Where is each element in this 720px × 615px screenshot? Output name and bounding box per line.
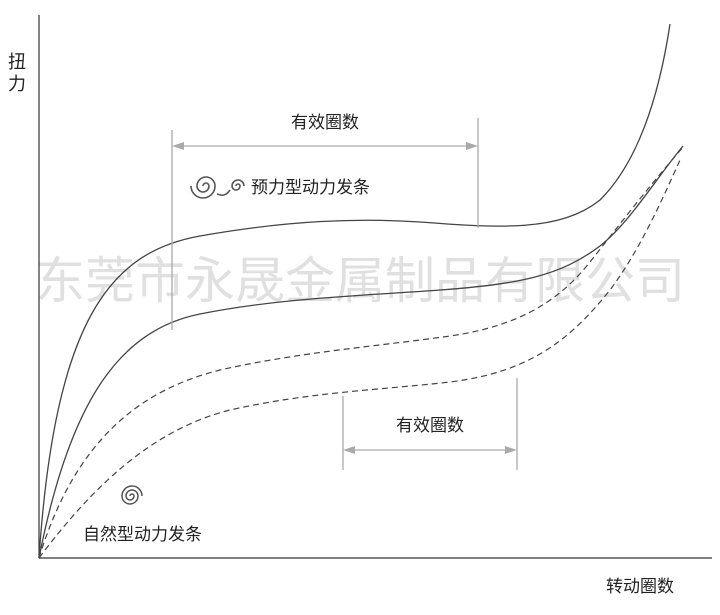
watermark-text: 东莞市永晟金属制品有限公司 xyxy=(35,252,685,310)
natural-curve-lower xyxy=(38,159,681,559)
lower-range-arrowhead-left xyxy=(343,446,355,454)
lower-range-arrowhead-right xyxy=(505,446,517,454)
preloaded-curve-lower xyxy=(38,145,684,559)
lower-range-label: 有效圈数 xyxy=(396,416,464,436)
preloaded-legend-label: 预力型动力发条 xyxy=(251,178,370,198)
preloaded-curve-upper xyxy=(38,23,671,559)
upper-range-arrowhead-right xyxy=(466,142,478,150)
double-spiral-icon xyxy=(190,176,245,199)
spiral-coil-icon xyxy=(121,485,143,505)
x-axis-label: 转动圈数 xyxy=(606,577,674,597)
upper-range-label: 有效圈数 xyxy=(291,113,359,133)
upper-range-arrowhead-left xyxy=(172,142,184,150)
natural-curve-upper xyxy=(38,145,685,559)
natural-legend-label: 自然型动力发条 xyxy=(83,525,202,545)
y-axis-label-char-1: 扭 xyxy=(8,52,26,73)
y-axis-label-char-2: 力 xyxy=(8,74,26,95)
